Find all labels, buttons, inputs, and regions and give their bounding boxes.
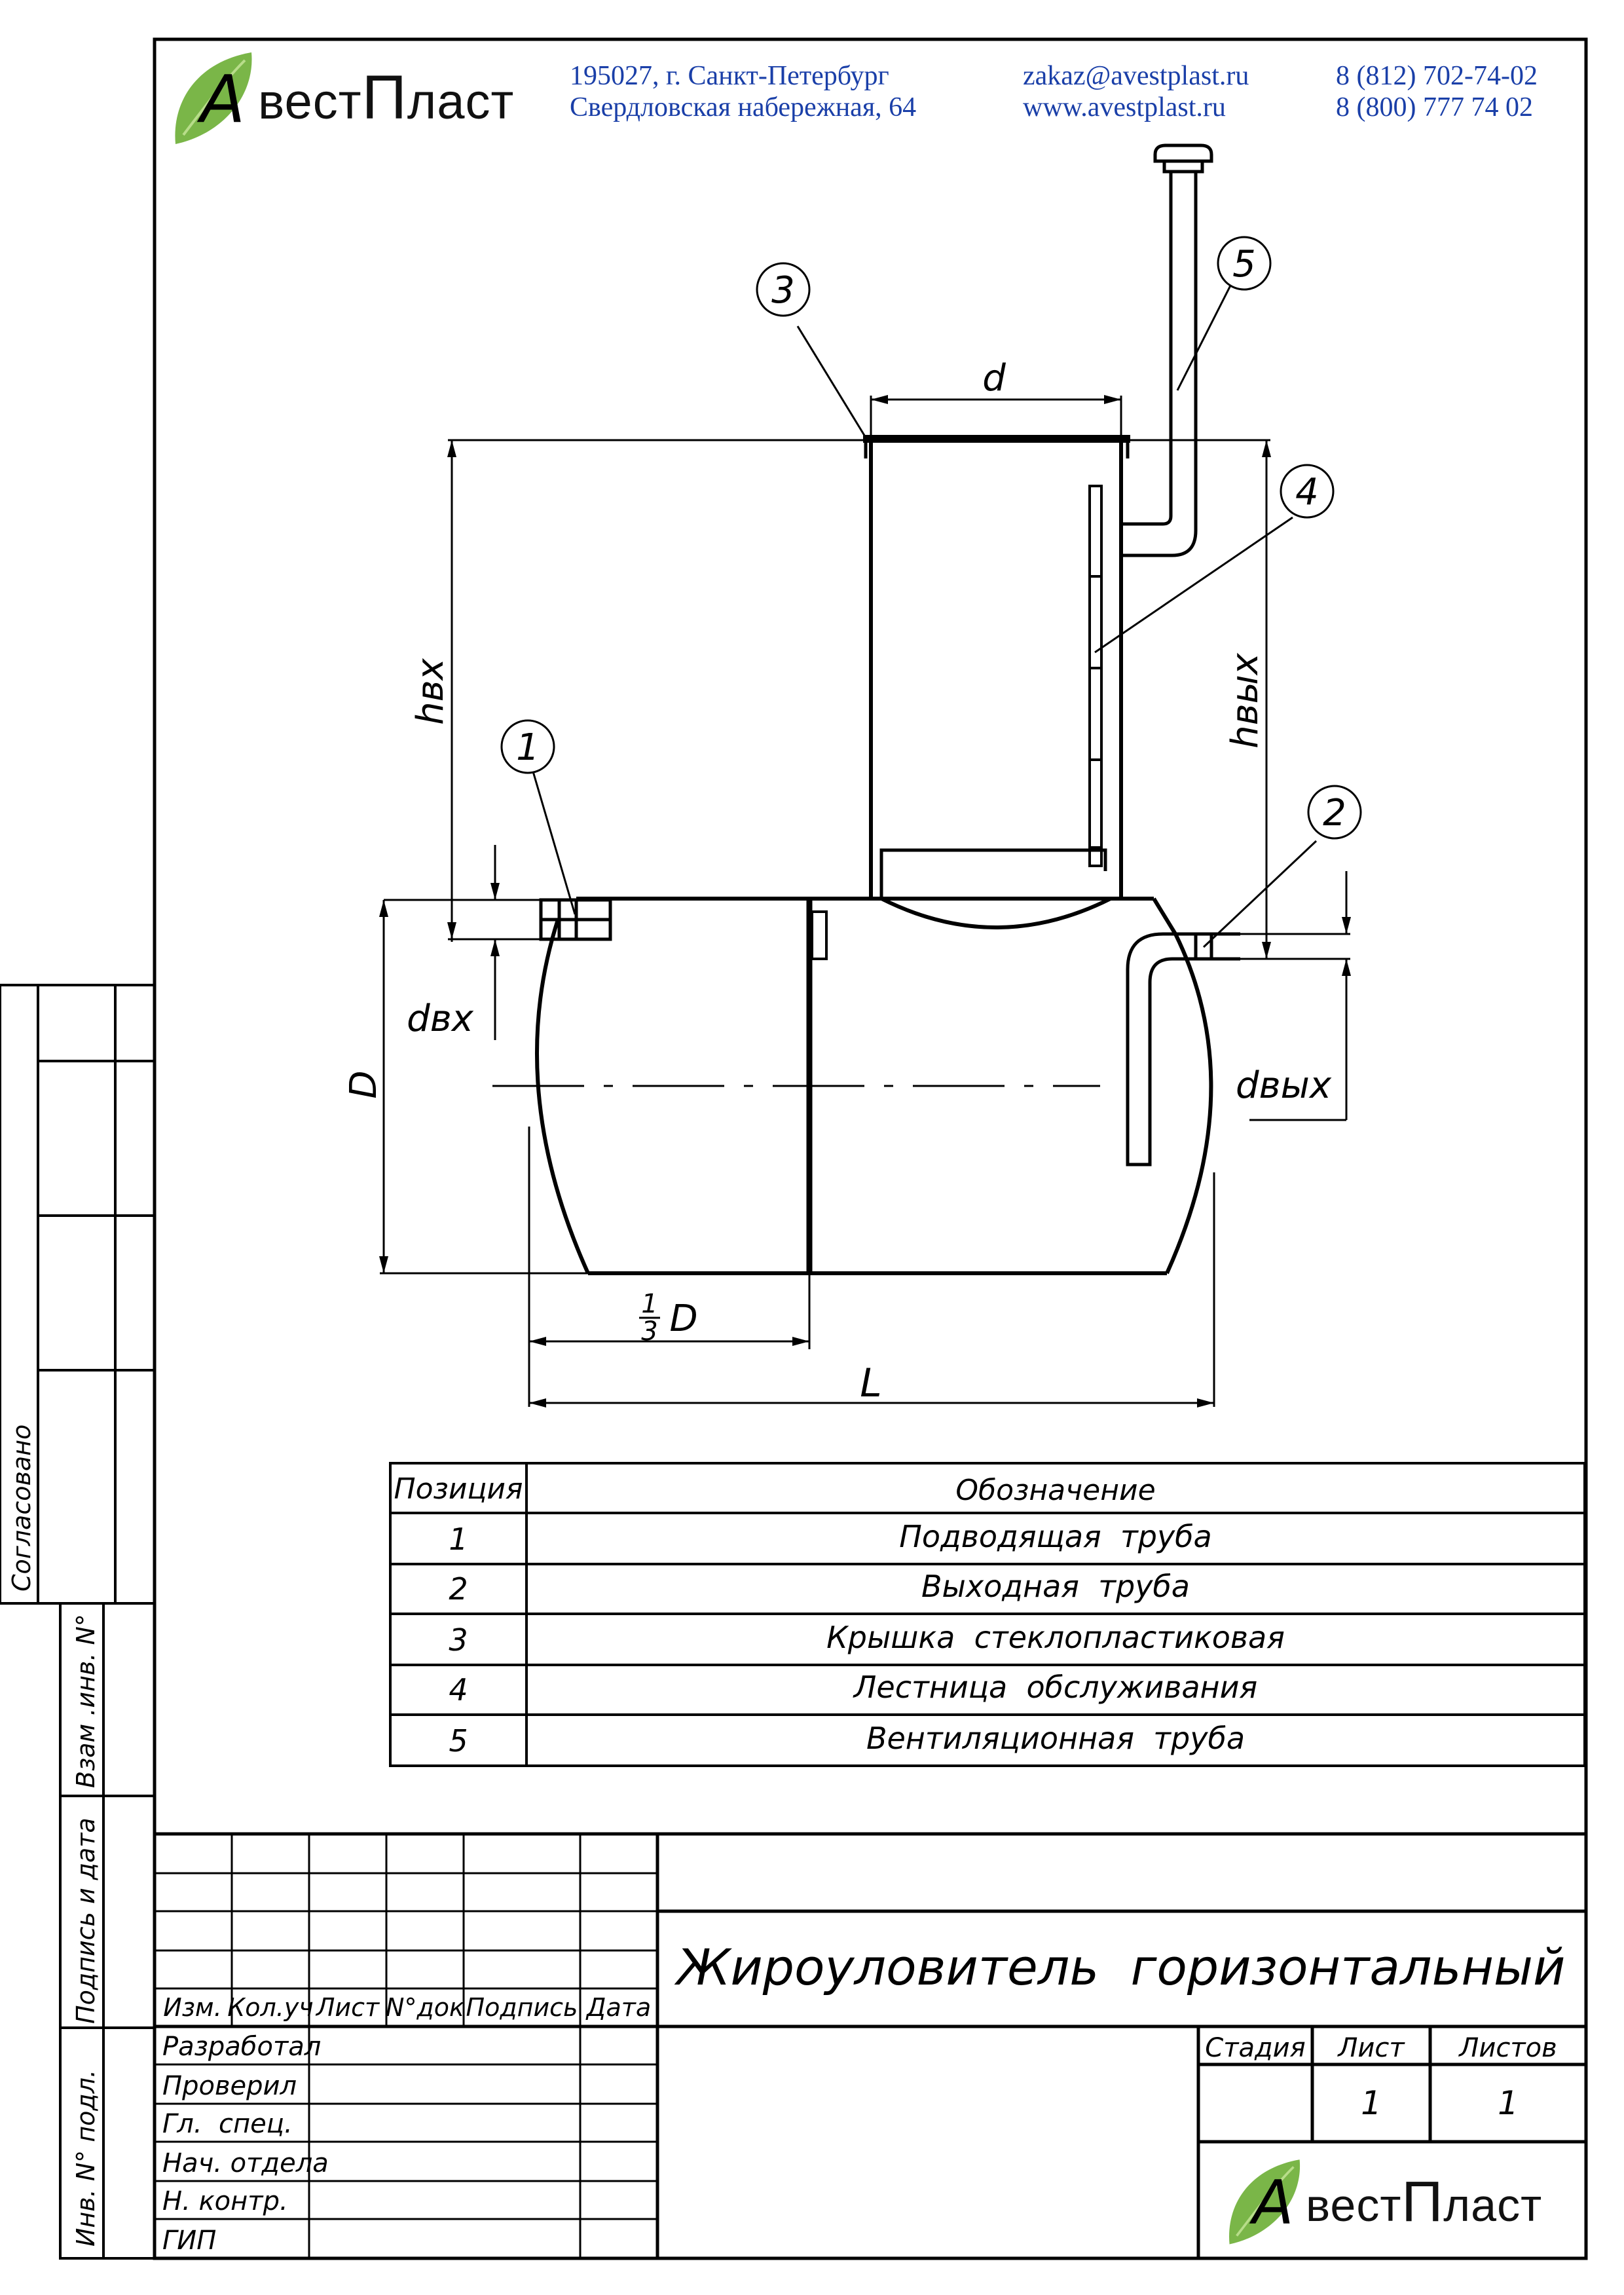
spec-row-1-name: Подводящая труба <box>899 1519 1211 1554</box>
tb-role-developed: Разработал <box>162 2032 321 2062</box>
tb-role-chief-spec: Гл. спец. <box>162 2109 293 2139</box>
spec-row-3-name: Крышка стеклопластиковая <box>826 1620 1285 1655</box>
svg-text:A: A <box>196 61 245 138</box>
title-block-left-grid <box>155 1834 657 2258</box>
spec-row-1-pos: 1 <box>449 1521 468 1557</box>
spec-header-position: Позиция <box>394 1472 523 1506</box>
spec-row-4-pos: 4 <box>449 1672 468 1707</box>
phone-1: 8 (812) 702-74-02 <box>1336 61 1538 91</box>
spec-row-4-name: Лестница обслуживания <box>853 1670 1257 1705</box>
dim-label-h-out: hвых <box>1224 652 1266 749</box>
website-link[interactable]: www.avestplast.ru <box>1023 92 1226 122</box>
svg-text:4: 4 <box>1295 471 1319 513</box>
dimension-lines <box>380 396 1350 1407</box>
side-label-agreed: Согласовано <box>7 1425 36 1592</box>
dim-label-L: L <box>860 1360 881 1406</box>
leaf-icon: A <box>1228 2159 1301 2245</box>
spec-row-3-pos: 3 <box>449 1622 468 1658</box>
spec-table-grid <box>389 1462 1586 1767</box>
tb-title: Жироуловитель горизонтальный <box>674 1938 1566 1996</box>
callout-leaders <box>532 284 1318 948</box>
callout-3: 3 <box>756 262 811 317</box>
tb-col-ndok: N°док <box>386 1993 464 2022</box>
dim-label-d: d <box>982 357 1006 400</box>
dim-label-third-den: 3 <box>641 1316 657 1347</box>
tb-role-gip: ГИП <box>162 2226 216 2256</box>
svg-text:3: 3 <box>771 269 795 312</box>
tb-sheets-label: Листов <box>1458 2033 1557 2063</box>
tb-sheet-value: 1 <box>1361 2084 1382 2122</box>
tb-role-norm-control: Н. контр. <box>162 2186 288 2216</box>
outlet-pipe <box>1126 932 1240 1166</box>
side-label-swap-inv: Взам .инв. N° <box>71 1614 100 1788</box>
inlet-pipe <box>539 898 612 941</box>
neck-shaft <box>869 438 1123 929</box>
tb-col-izm: Изм. <box>163 1993 221 2022</box>
side-label-inv-orig: Инв. N° подл. <box>71 2070 100 2247</box>
spec-row-5-pos: 5 <box>449 1723 468 1759</box>
callout-2: 2 <box>1307 785 1362 840</box>
dim-label-D: D <box>342 1070 385 1098</box>
brand-logo-header: A вестПласт <box>172 48 514 147</box>
phone-2: 8 (800) 777 74 02 <box>1336 92 1533 122</box>
vent-pipe <box>1121 143 1213 557</box>
tb-col-kol: Кол.уч <box>227 1993 314 2022</box>
dim-label-d-in: dвх <box>407 998 474 1040</box>
spec-row-2-name: Выходная труба <box>921 1569 1190 1604</box>
tb-col-date: Дата <box>585 1993 651 2022</box>
side-label-sign-date: Подпись и дата <box>71 1818 100 2024</box>
address-line-2: Свердловская набережная, 64 <box>570 92 917 122</box>
tb-col-list: Лист <box>315 1993 380 2022</box>
svg-text:5: 5 <box>1232 243 1256 286</box>
tb-col-sign: Подпись <box>466 1993 578 2022</box>
callout-1: 1 <box>500 719 555 774</box>
tb-sheet-label: Лист <box>1337 2033 1405 2063</box>
brand-logo-title-block: A вестПласт <box>1226 2152 1542 2250</box>
email-link[interactable]: zakaz@avestplast.ru <box>1023 61 1249 91</box>
tb-stage-label: Стадия <box>1205 2033 1305 2063</box>
callout-5: 5 <box>1217 236 1272 291</box>
sheet-frame <box>153 37 1588 2260</box>
callout-4: 4 <box>1280 464 1335 519</box>
ladder <box>1088 485 1103 867</box>
dim-label-third-D: D <box>669 1297 697 1340</box>
spec-row-5-name: Вентиляционная труба <box>866 1721 1245 1756</box>
title-block-grid <box>155 1832 1586 2258</box>
lid <box>863 435 1130 443</box>
dim-label-third-num: 1 <box>641 1289 657 1319</box>
spec-row-2-pos: 2 <box>449 1571 468 1607</box>
svg-text:2: 2 <box>1323 792 1346 834</box>
tb-role-dept-head: Нач. отдела <box>162 2148 329 2178</box>
address-line-1: 195027, г. Санкт-Петербург <box>570 61 889 91</box>
dim-label-d-out: dвых <box>1236 1064 1332 1107</box>
tb-sheets-value: 1 <box>1498 2084 1519 2122</box>
dimension-arrows <box>379 395 1351 1408</box>
svg-text:A: A <box>1249 2167 1294 2238</box>
dim-label-h-in: hвх <box>409 658 452 724</box>
svg-text:1: 1 <box>516 726 540 769</box>
brand-wordmark: вестПласт <box>258 62 515 132</box>
tb-role-checked: Проверил <box>162 2071 297 2101</box>
spec-header-designation: Обозначение <box>955 1474 1155 1507</box>
leaf-icon: A <box>175 52 252 144</box>
brand-wordmark: вестПласт <box>1306 2169 1543 2233</box>
side-stamp <box>0 984 156 2260</box>
